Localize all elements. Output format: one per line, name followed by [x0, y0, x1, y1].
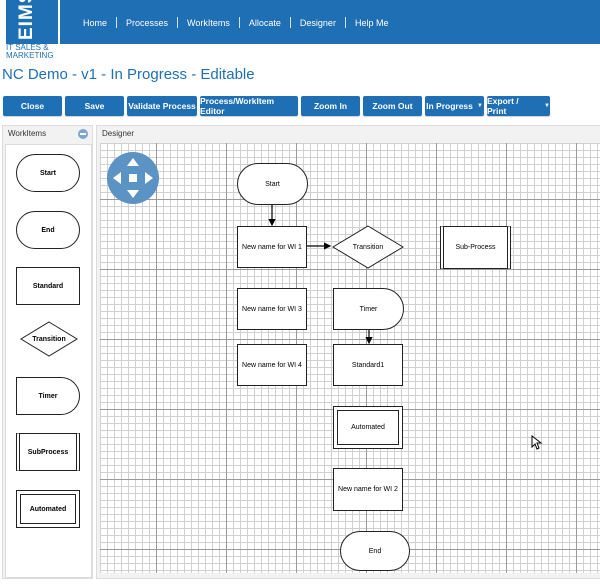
top-nav-bar: EIMS IT SALES & MARKETING Home Processes…	[0, 0, 600, 60]
palette-standard[interactable]: Standard	[16, 267, 80, 305]
page-title: NC Demo - v1 - In Progress - Editable	[2, 66, 255, 83]
node-automated-label: Automated	[337, 410, 399, 445]
node-start[interactable]: Start	[237, 163, 308, 205]
node-wi2[interactable]: New name for WI 2	[333, 468, 403, 511]
zoom-out-button[interactable]: Zoom Out	[363, 96, 422, 116]
logo-box	[6, 0, 58, 44]
nav-separator	[289, 17, 291, 28]
nav-link-home[interactable]: Home	[83, 17, 108, 28]
palette-automated[interactable]: Automated	[16, 490, 80, 528]
node-transition[interactable]: Transition	[332, 225, 404, 269]
nav-link-allocate[interactable]: Allocate	[248, 17, 281, 28]
mouse-cursor-icon	[531, 435, 543, 450]
logo-text: EIMS	[16, 0, 37, 40]
node-standard1[interactable]: Standard1	[333, 344, 403, 386]
workitems-list: Start End Standard Transition Timer SubP…	[5, 144, 92, 578]
nav-link-help[interactable]: Help Me	[354, 17, 389, 28]
palette-transition-label: Transition	[32, 335, 66, 343]
node-wi4[interactable]: New name for WI 4	[237, 344, 307, 386]
diamond-icon	[20, 321, 78, 357]
nav-separator	[238, 17, 240, 28]
pan-control[interactable]	[107, 152, 159, 204]
node-automated[interactable]: Automated	[333, 406, 403, 449]
palette-automated-label: Automated	[20, 494, 76, 524]
logo-subtitle-line1: IT SALES &	[6, 43, 49, 52]
workitems-panel-title: WorkItems	[3, 126, 92, 142]
close-button[interactable]: Close	[3, 96, 62, 116]
save-button[interactable]: Save	[65, 96, 124, 116]
palette-start[interactable]: Start	[16, 154, 80, 192]
node-subprocess[interactable]: Sub-Process	[440, 226, 511, 269]
eims-logo[interactable]: EIMS IT SALES & MARKETING	[0, 0, 60, 60]
designer-panel-title: Designer	[97, 126, 600, 142]
nav-separator	[344, 17, 346, 28]
export-print-dropdown[interactable]: Export / Print ▼	[487, 96, 550, 116]
node-wi1[interactable]: New name for WI 1	[237, 226, 307, 268]
nav-link-workitems[interactable]: WorkItems	[187, 17, 230, 28]
palette-subprocess[interactable]: SubProcess	[16, 433, 80, 471]
logo-subtitle: IT SALES & MARKETING	[6, 44, 54, 60]
logo-subtitle-line2: MARKETING	[6, 51, 54, 60]
palette-transition[interactable]: Transition	[20, 321, 78, 357]
node-timer[interactable]: Timer	[333, 288, 404, 330]
diamond-icon	[332, 225, 404, 269]
nav-separator	[177, 17, 179, 28]
palette-end[interactable]: End	[16, 211, 80, 249]
process-workitem-editor-button[interactable]: Process/WorkItem Editor	[200, 96, 298, 116]
caret-down-icon: ▼	[476, 103, 483, 109]
zoom-in-button[interactable]: Zoom In	[301, 96, 360, 116]
validate-process-button[interactable]: Validate Process	[127, 96, 197, 116]
nav-link-processes[interactable]: Processes	[126, 17, 169, 28]
export-print-label: Export / Print	[487, 96, 519, 116]
nav-separator	[116, 17, 118, 28]
nav-links: Home Processes WorkItems Allocate Design…	[74, 17, 397, 28]
toolbar: Close Save Validate Process Process/Work…	[3, 96, 550, 116]
caret-down-icon: ▼	[544, 103, 550, 109]
collapse-icon[interactable]	[78, 129, 88, 139]
designer-canvas[interactable]: Start New name for WI 1 Transition Sub-P…	[100, 143, 600, 573]
node-wi3[interactable]: New name for WI 3	[237, 288, 307, 330]
palette-timer[interactable]: Timer	[16, 377, 80, 415]
workitems-panel: WorkItems Start End Standard Transition …	[2, 125, 93, 579]
pan-arrows-icon	[113, 158, 153, 198]
node-end[interactable]: End	[340, 531, 410, 571]
nav-link-designer[interactable]: Designer	[299, 17, 336, 28]
status-dropdown-label: In Progress	[426, 101, 473, 111]
node-transition-label: Transition	[352, 243, 384, 251]
status-dropdown[interactable]: In Progress ▼	[425, 96, 484, 116]
